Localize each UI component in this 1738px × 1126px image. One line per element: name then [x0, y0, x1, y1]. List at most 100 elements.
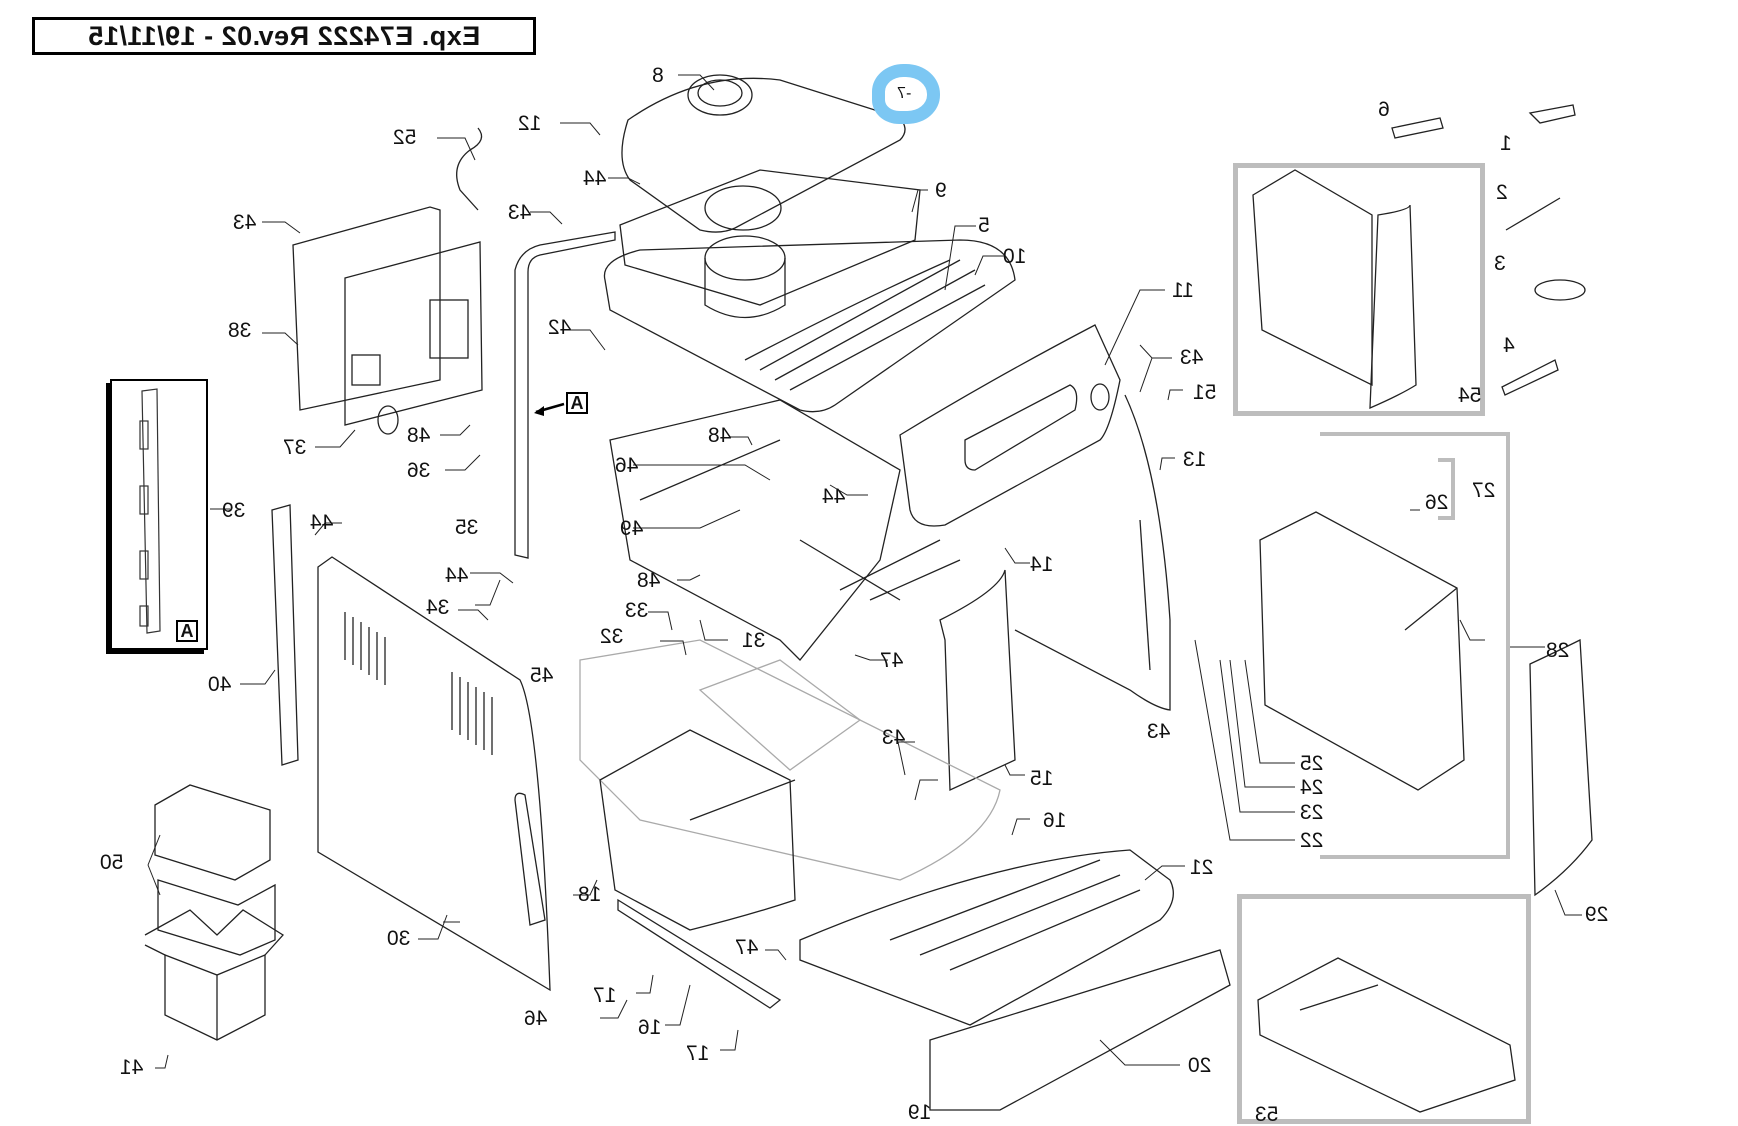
part-side-panel-left-shape: [317, 556, 551, 992]
part-label-28[interactable]: 28: [1546, 639, 1570, 662]
part-label-38[interactable]: 38: [228, 319, 252, 342]
part-water-tank-shape: [1259, 511, 1465, 791]
part-label-33[interactable]: 33: [625, 599, 649, 622]
part-label-31[interactable]: 31: [742, 629, 766, 652]
part-label-19[interactable]: 19: [908, 1101, 932, 1124]
part-label-44-center[interactable]: 44: [822, 485, 846, 508]
part-label-10[interactable]: 10: [1003, 245, 1027, 268]
part-label-2[interactable]: 2: [1496, 181, 1508, 204]
part-label-1[interactable]: 1: [1500, 132, 1512, 155]
detail-tag-a: A: [176, 620, 198, 642]
part-label-47-upper[interactable]: 47: [880, 649, 904, 672]
part-label-44-left[interactable]: 44: [310, 511, 334, 534]
part-label-54[interactable]: 54: [1458, 384, 1482, 407]
accessory-group-box: [1233, 163, 1485, 416]
part-label-15[interactable]: 15: [1030, 767, 1054, 790]
part-label-18[interactable]: 18: [578, 883, 602, 906]
part-label-22[interactable]: 22: [1300, 829, 1324, 852]
part-lid-shape: [621, 74, 906, 233]
part-label-35[interactable]: 35: [455, 516, 479, 539]
part-pcb-shape: [292, 206, 483, 435]
part-label-30[interactable]: 30: [387, 927, 411, 950]
part-label-43-left[interactable]: 43: [233, 211, 257, 234]
part-base-shape: [579, 639, 1001, 881]
part-back-frame-shape: [514, 231, 616, 559]
part-tray-insert-shape: [1257, 957, 1516, 1113]
part-label-21[interactable]: 21: [1190, 856, 1214, 879]
part-label-45[interactable]: 46: [615, 454, 639, 477]
part-rail-shape: [617, 898, 782, 1009]
drawing-title-box: Exp. E74222 Rev.02 - 19/11/15: [32, 17, 536, 55]
detail-reference-tag-a-label: A: [570, 392, 584, 413]
detail-reference-tag-a: A: [566, 392, 588, 414]
part-drip-tray-shape: [799, 849, 1231, 1111]
part-label-41[interactable]: 41: [120, 1056, 144, 1079]
part-label-24[interactable]: 24: [1300, 776, 1324, 799]
part-label-9[interactable]: 9: [935, 179, 947, 202]
detail-tag-a-label: A: [180, 620, 194, 641]
part-label-34[interactable]: 34: [426, 596, 450, 619]
detail-rail-shape: [139, 388, 161, 634]
part-rear-frame-shape: [939, 569, 1016, 792]
part-label-44-top[interactable]: 44: [583, 167, 607, 190]
part-side-rail-shape: [271, 504, 299, 766]
part-label-46-upper[interactable]: 45: [530, 664, 554, 687]
part-label-29[interactable]: 29: [1585, 903, 1609, 926]
part-label-17-right[interactable]: 17: [686, 1042, 710, 1065]
part-label-36[interactable]: 36: [407, 459, 431, 482]
part-tank-cover-shape: [1529, 638, 1593, 897]
part-chassis-shape: [609, 399, 961, 661]
part-label-14[interactable]: 14: [1030, 553, 1054, 576]
part-label-8[interactable]: 8: [652, 64, 664, 87]
part-accessory-box-shape: [1252, 169, 1417, 410]
part-label-48-center[interactable]: 48: [708, 424, 732, 447]
part-packing-foam-shape: [154, 784, 276, 956]
part-label-43-lower-center[interactable]: 43: [882, 726, 906, 749]
part-label-16-upper[interactable]: 16: [1043, 809, 1067, 832]
part-label-4[interactable]: 4: [1503, 334, 1515, 357]
part-label-39[interactable]: 39: [222, 499, 246, 522]
part-label-43-right[interactable]: 43: [1180, 346, 1204, 369]
part-accessory-small-shapes: [1391, 104, 1586, 396]
part-label-42[interactable]: 42: [548, 316, 572, 339]
part-label-51[interactable]: 51: [1193, 381, 1217, 404]
part-label-20[interactable]: 20: [1188, 1054, 1212, 1077]
part-label-27[interactable]: 27: [1472, 479, 1496, 502]
part-side-panel-right-shape: [1014, 394, 1171, 711]
part-label-44-lower[interactable]: 44: [445, 564, 469, 587]
part-label-43-lower-right[interactable]: 43: [1147, 720, 1171, 743]
part-label-43-mid[interactable]: 43: [508, 201, 532, 224]
part-label-5[interactable]: 5: [978, 214, 990, 237]
part-label-17-left[interactable]: 17: [593, 984, 617, 1007]
part-label-53[interactable]: 52: [393, 126, 417, 149]
part-label-25[interactable]: 25: [1300, 752, 1324, 775]
part-label-32[interactable]: 32: [600, 625, 624, 648]
water-tank-group-bracket: [1320, 432, 1510, 859]
part-top-frame-shape: [603, 239, 1016, 413]
part-label-16-lower[interactable]: 16: [638, 1016, 662, 1039]
part-label-37[interactable]: 37: [283, 436, 307, 459]
detail-arrow-icon: [534, 402, 565, 416]
part-carton-box-shape: [144, 909, 285, 1041]
part-label-13[interactable]: 13: [1183, 448, 1207, 471]
part-grounds-container-shape: [599, 729, 796, 931]
part-label-26[interactable]: 26: [1425, 491, 1449, 514]
part-label-47-lower[interactable]: 47: [735, 936, 759, 959]
part-front-panel-shape: [899, 324, 1121, 527]
part-label-48-lower[interactable]: 48: [637, 569, 661, 592]
part-label-49[interactable]: 49: [620, 517, 644, 540]
part-label-46-lower[interactable]: 46: [524, 1007, 548, 1030]
part-label-6[interactable]: 6: [1378, 98, 1390, 121]
part-label-12[interactable]: 12: [518, 112, 542, 135]
detail-inset-a: A: [110, 379, 208, 650]
part-label-3[interactable]: 3: [1494, 252, 1506, 275]
part-label-50[interactable]: 50: [100, 851, 124, 874]
part-label-11[interactable]: 11: [1172, 279, 1194, 302]
part-label-48-left[interactable]: 48: [407, 424, 431, 447]
part-label-40[interactable]: 40: [208, 673, 232, 696]
part-label-23[interactable]: 23: [1300, 801, 1324, 824]
tank-lid-group-bracket: [1438, 458, 1455, 520]
